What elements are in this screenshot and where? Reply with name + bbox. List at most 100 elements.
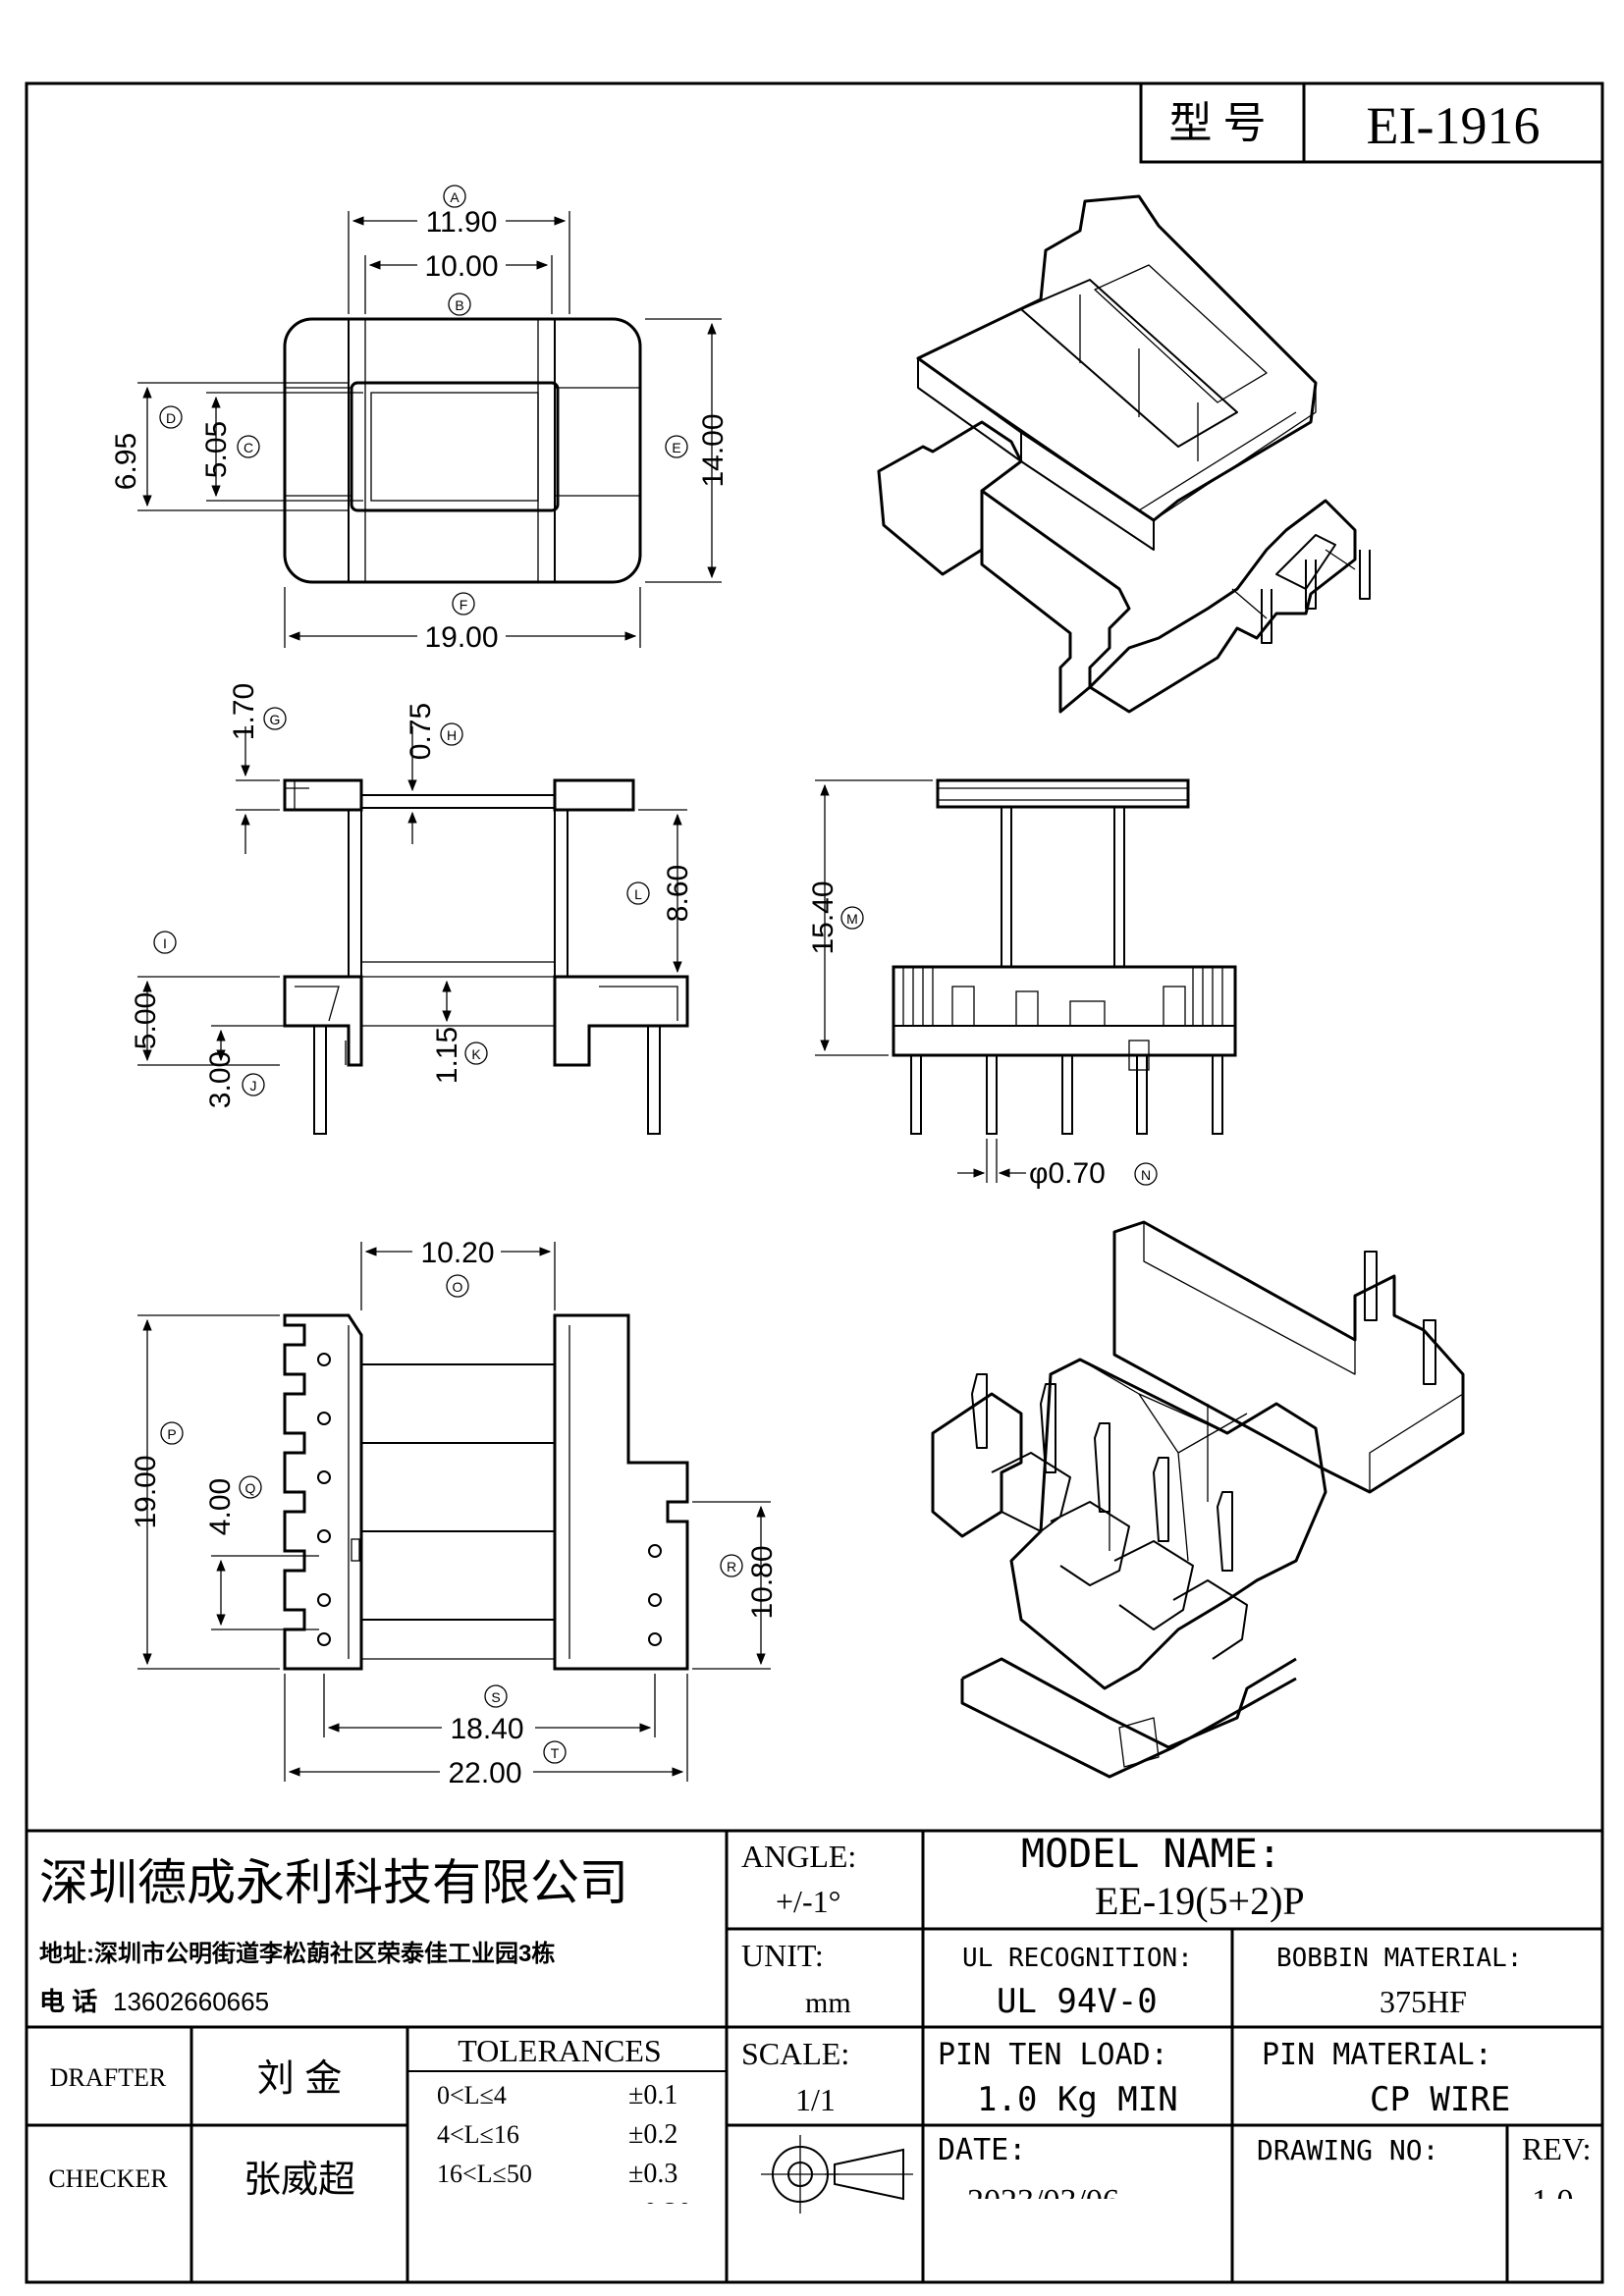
callout-i: I bbox=[153, 931, 177, 954]
pin-load-label: PIN TEN LOAD: bbox=[938, 2038, 1168, 2072]
top-view: 11.90 10.00 19.00 14.00 6.95 5.05 A B C … bbox=[110, 185, 730, 654]
unit-value: mm bbox=[805, 1987, 851, 2019]
svg-text:E: E bbox=[672, 440, 680, 455]
svg-text:N: N bbox=[1141, 1167, 1151, 1183]
date-value: 2023/03/06 bbox=[967, 2183, 1119, 2219]
model-name-label: MODEL NAME: bbox=[1021, 1832, 1281, 1877]
angle-label: ANGLE: bbox=[741, 1839, 856, 1874]
svg-text:I: I bbox=[163, 935, 167, 951]
drawing-no-label: DRAWING NO: bbox=[1257, 2134, 1438, 2166]
svg-text:G: G bbox=[270, 712, 281, 727]
tolerance-range-2: 4<L≤16 bbox=[437, 2120, 519, 2149]
svg-text:H: H bbox=[447, 727, 457, 743]
callout-q: Q bbox=[239, 1475, 262, 1499]
model-header-value: EI-1916 bbox=[1367, 96, 1541, 155]
tolerance-range-3: 16<L≤50 bbox=[437, 2160, 532, 2188]
drafter-label: DRAFTER bbox=[50, 2063, 167, 2092]
ul-value: UL 94V-0 bbox=[997, 1982, 1158, 2021]
isometric-view-top bbox=[877, 194, 1371, 714]
dim-l-value: 8.60 bbox=[662, 865, 694, 922]
pin-material-label: PIN MATERIAL: bbox=[1262, 2038, 1492, 2072]
dim-n-value: φ0.70 bbox=[1029, 1157, 1106, 1190]
phone-number: 13602660665 bbox=[113, 1987, 269, 2016]
callout-a: A bbox=[443, 185, 466, 208]
tolerance-value-2: ±0.2 bbox=[628, 2119, 677, 2150]
bottom-view: 10.20 19.00 4.00 10.80 18.40 22.00 O P Q… bbox=[130, 1237, 779, 1789]
ul-label: UL RECOGNITION: bbox=[962, 1944, 1193, 1973]
dim-d-value: 6.95 bbox=[110, 433, 142, 490]
dim-j-value: 3.00 bbox=[204, 1051, 237, 1108]
unit-label: UNIT: bbox=[741, 1938, 824, 1973]
pin-material-value: CP WIRE bbox=[1370, 2080, 1510, 2119]
callout-f: F bbox=[452, 592, 475, 615]
scale-value: 1/1 bbox=[795, 2082, 836, 2117]
dim-g-value: 1.70 bbox=[228, 683, 260, 740]
company-address: 地址:深圳市公明街道李松蓢社区荣泰佳工业园3栋 bbox=[39, 1940, 555, 1967]
isometric-view-bottom bbox=[931, 1220, 1465, 1779]
pin-load-value: 1.0 Kg MIN bbox=[977, 2080, 1178, 2119]
dim-f-value: 19.00 bbox=[424, 621, 498, 654]
callout-g: G bbox=[263, 707, 287, 730]
svg-text:L: L bbox=[634, 886, 642, 902]
svg-text:R: R bbox=[727, 1559, 736, 1575]
tolerance-range-4: PIN PITCH bbox=[437, 2199, 559, 2227]
angle-value: +/-1° bbox=[776, 1884, 840, 1919]
svg-text:J: J bbox=[250, 1078, 257, 1094]
callout-n: N bbox=[1134, 1162, 1158, 1186]
checker-value: 张威超 bbox=[244, 2160, 355, 2201]
dim-e-value: 14.00 bbox=[697, 413, 730, 487]
dim-o-value: 10.20 bbox=[420, 1237, 494, 1269]
dim-m-value: 15.40 bbox=[807, 881, 839, 954]
dim-a-value: 11.90 bbox=[426, 206, 498, 239]
svg-text:Q: Q bbox=[245, 1480, 256, 1496]
svg-text:B: B bbox=[455, 297, 463, 313]
dim-k-value: 1.15 bbox=[431, 1027, 463, 1084]
front-view: 15.40 φ0.70 M N bbox=[807, 778, 1237, 1190]
dim-i-value: 5.00 bbox=[130, 992, 162, 1049]
svg-text:K: K bbox=[471, 1046, 481, 1062]
dim-s-value: 18.40 bbox=[450, 1713, 523, 1745]
callout-l: L bbox=[626, 881, 650, 905]
callout-k: K bbox=[464, 1041, 488, 1065]
tolerance-value-1: ±0.1 bbox=[628, 2080, 677, 2110]
callout-o: O bbox=[446, 1274, 469, 1298]
scale-label: SCALE: bbox=[741, 2036, 849, 2071]
model-header-box: 型 号 EI-1916 bbox=[1139, 81, 1604, 164]
model-name-value: EE-19(5+2)P bbox=[1095, 1879, 1305, 1923]
checker-label: CHECKER bbox=[48, 2164, 168, 2193]
svg-text:P: P bbox=[167, 1426, 176, 1442]
callout-e: E bbox=[665, 435, 688, 458]
svg-text:A: A bbox=[450, 189, 460, 205]
projection-symbol bbox=[761, 2135, 913, 2214]
callout-p: P bbox=[160, 1421, 184, 1445]
svg-text:F: F bbox=[460, 597, 468, 613]
bobbin-label: BOBBIN MATERIAL: bbox=[1276, 1944, 1522, 1973]
callout-t: T bbox=[543, 1740, 567, 1764]
title-block: 深圳德成永利科技有限公司 地址:深圳市公明街道李松蓢社区荣泰佳工业园3栋 电 话… bbox=[27, 1829, 1602, 2282]
callout-j: J bbox=[242, 1073, 265, 1096]
tolerances-label: TOLERANCES bbox=[458, 2033, 661, 2068]
callout-h: H bbox=[440, 722, 463, 746]
drafter-value: 刘 金 bbox=[257, 2058, 343, 2100]
callout-c: C bbox=[237, 435, 260, 458]
callout-m: M bbox=[840, 906, 864, 930]
svg-text:T: T bbox=[551, 1745, 560, 1761]
phone-label: 电 话 bbox=[39, 1987, 97, 2016]
callout-r: R bbox=[720, 1554, 743, 1577]
svg-text:D: D bbox=[166, 410, 176, 426]
callout-b: B bbox=[448, 293, 471, 316]
date-label: DATE: bbox=[938, 2133, 1026, 2167]
drawing-border bbox=[25, 81, 1604, 2284]
side-view: 1.70 0.75 8.60 5.00 3.00 1.15 G H I J K … bbox=[130, 683, 694, 1135]
callout-d: D bbox=[159, 405, 183, 429]
svg-text:S: S bbox=[491, 1689, 500, 1705]
dim-p-value: 19.00 bbox=[130, 1455, 162, 1528]
svg-text:C: C bbox=[244, 440, 253, 455]
dim-h-value: 0.75 bbox=[405, 703, 437, 760]
bobbin-value: 375HF bbox=[1380, 1984, 1467, 2019]
rev-label: REV: bbox=[1522, 2131, 1592, 2166]
dim-q-value: 4.00 bbox=[204, 1478, 237, 1535]
svg-text:O: O bbox=[453, 1279, 463, 1295]
dim-b-value: 10.00 bbox=[424, 250, 498, 283]
